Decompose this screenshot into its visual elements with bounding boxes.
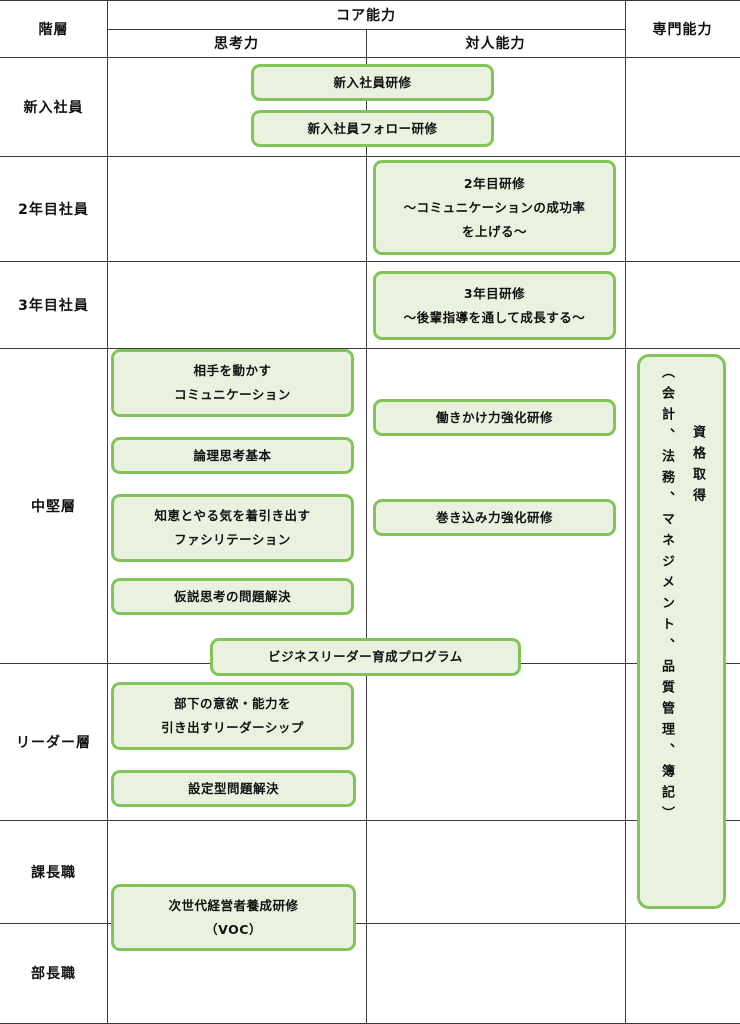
program-label: ～後輩指導を通して成長する～ xyxy=(403,309,586,325)
program-label: 仮説思考の問題解決 xyxy=(173,588,291,604)
grid-line xyxy=(0,923,740,924)
program-year2: 2年目研修 ～コミュニケーションの成功率 を上げる～ xyxy=(373,160,616,255)
program-new-hire-followup: 新入社員フォロー研修 xyxy=(251,110,494,147)
program-hypothesis-thinking: 仮説思考の問題解決 xyxy=(111,578,354,615)
program-leadership: 部下の意欲・能力を 引き出すリーダーシップ xyxy=(111,682,354,750)
certification-box xyxy=(637,354,726,909)
program-next-generation: 次世代経営者養成研修 （VOC） xyxy=(111,884,356,951)
program-label: 次世代経営者養成研修 xyxy=(168,897,299,913)
program-business-leader: ビジネスリーダー育成プログラム xyxy=(210,638,521,676)
program-logical-thinking: 論理思考基本 xyxy=(111,437,354,474)
program-label: 相手を動かす xyxy=(193,363,272,378)
program-label: 働きかけ力強化研修 xyxy=(435,409,553,425)
program-label: 論理思考基本 xyxy=(193,447,272,463)
program-label: コミュニケーション xyxy=(174,387,291,402)
program-setting-problem: 設定型問題解決 xyxy=(111,770,356,807)
grid-line xyxy=(0,0,740,1)
program-new-hire: 新入社員研修 xyxy=(251,64,494,101)
program-facilitation: 知恵とやる気を着引き出す ファシリテーション xyxy=(111,494,354,562)
grid-line xyxy=(0,820,740,821)
level-year3: 3年目社員 xyxy=(18,297,89,314)
program-label: 2年目研修 xyxy=(463,175,526,191)
program-label: 設定型問題解決 xyxy=(187,780,279,796)
certification-title: 資格取得 xyxy=(690,425,705,509)
level-new-employee: 新入社員 xyxy=(23,99,84,116)
header-thinking: 思考力 xyxy=(214,36,259,52)
grid-line xyxy=(0,57,740,58)
program-label: を上げる～ xyxy=(461,223,527,239)
header-specialty: 専門能力 xyxy=(652,21,713,38)
program-label: 巻き込み力強化研修 xyxy=(435,509,553,525)
program-label: 知恵とやる気を着引き出す xyxy=(154,508,311,523)
header-core-ability: コア能力 xyxy=(336,7,396,24)
program-year3: 3年目研修 ～後輩指導を通して成長する～ xyxy=(373,271,616,340)
program-label: ファシリテーション xyxy=(174,532,291,547)
program-involvement: 巻き込み力強化研修 xyxy=(373,499,616,536)
program-label: 新入社員フォロー研修 xyxy=(307,120,438,136)
grid-line xyxy=(366,29,367,1024)
program-label: ～コミュニケーションの成功率 xyxy=(403,199,586,215)
program-label: （VOC） xyxy=(205,921,262,937)
program-label: 新入社員研修 xyxy=(333,74,412,90)
header-interpersonal: 対人能力 xyxy=(465,36,526,52)
grid-line xyxy=(625,0,626,1024)
grid-line xyxy=(0,156,740,157)
grid-line xyxy=(107,0,108,1024)
program-label: ビジネスリーダー育成プログラム xyxy=(268,649,463,664)
level-section-chief: 課長職 xyxy=(31,864,76,881)
grid-line xyxy=(0,348,740,349)
program-influence: 働きかけ力強化研修 xyxy=(373,399,616,436)
program-label: 部下の意欲・能力を xyxy=(173,696,291,711)
level-department-head: 部長職 xyxy=(31,966,76,982)
header-level: 階層 xyxy=(38,21,69,38)
level-year2: 2年目社員 xyxy=(18,201,89,218)
level-mid: 中堅層 xyxy=(31,498,76,515)
program-move-others: 相手を動かす コミュニケーション xyxy=(111,349,354,417)
program-label: 3年目研修 xyxy=(463,285,526,301)
program-label: 引き出すリーダーシップ xyxy=(161,720,304,735)
certification-detail: （会計、法務、マネジメント、品質管理、簿記） xyxy=(659,365,674,827)
grid-line xyxy=(0,261,740,262)
level-leader: リーダー層 xyxy=(16,734,91,751)
